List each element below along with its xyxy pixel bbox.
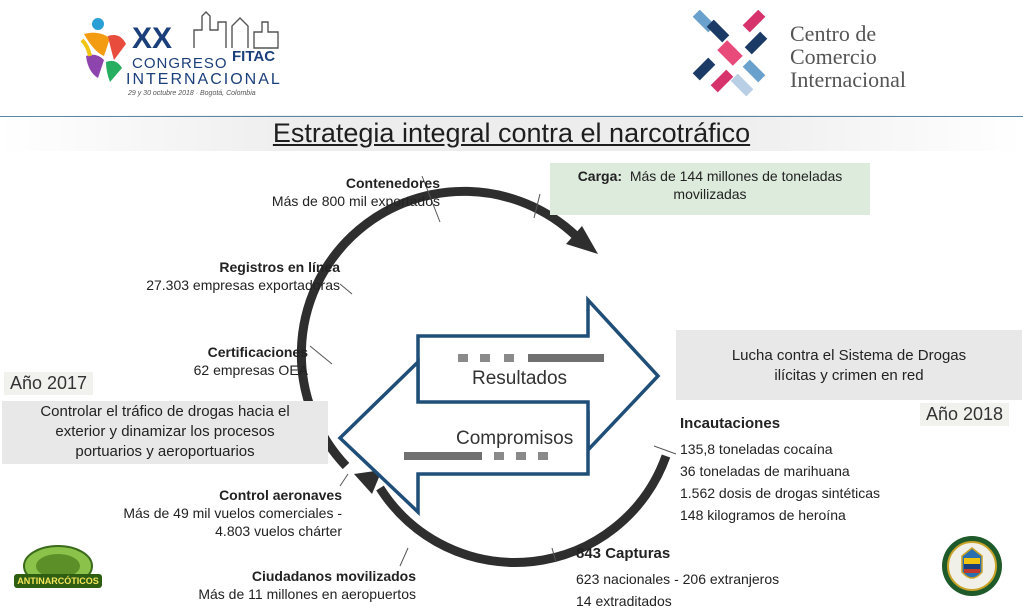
carga-line1: Carga: Más de 144 millones de toneladas — [550, 167, 870, 185]
congress-figure-icon — [80, 18, 126, 82]
cci-line3: Internacional — [790, 67, 907, 92]
incautacion-item: 1.562 dosis de drogas sintéticas — [680, 485, 881, 501]
year-2017-tag: Año 2017 — [4, 372, 94, 395]
cci-line2: Comercio — [790, 44, 877, 69]
year-2018-tag: Año 2018 — [920, 403, 1010, 426]
congress-date: 29 y 30 octubre 2018 · Bogotá, Colombia — [128, 90, 256, 97]
goal-line3: portuarios y aeroportuarios — [75, 443, 255, 460]
police-seal-icon — [942, 536, 1002, 596]
incautacion-item: 148 kilogramos de heroína — [680, 507, 846, 523]
contenedores-label: Contenedores — [345, 175, 440, 191]
certificaciones-label: Certificaciones — [207, 344, 308, 360]
cycle-circle — [296, 186, 671, 567]
capturas-label: 843 Capturas — [576, 545, 671, 562]
incautaciones-label: Incautaciones — [680, 415, 781, 432]
commitments-arrow — [337, 357, 590, 517]
incautacion-item: 135,8 toneladas cocaína — [680, 441, 833, 457]
registros-block: Registros en línea 27.303 empresas expor… — [80, 258, 340, 294]
goal-line2: exterior y dinamizar los procesos — [55, 423, 275, 440]
cci-mark-icon — [692, 10, 768, 97]
ciudadanos-label: Ciudadanos movilizados — [251, 568, 416, 584]
connector-lines — [309, 175, 677, 567]
commitments-dash-bar — [404, 452, 548, 460]
incautaciones-block: Incautaciones 135,8 toneladas cocaína 36… — [680, 414, 930, 526]
antinarcoticos-badge: ANTINARCÓTICOS — [10, 540, 106, 596]
antinarcoticos-emblem-icon — [14, 545, 102, 588]
capturas-line2: 14 extraditados — [576, 593, 672, 609]
title-divider — [0, 116, 1023, 117]
congress-line1: CONGRESO — [132, 55, 228, 72]
certificaciones-value: 62 empresas OEA — [193, 362, 308, 378]
contenedores-block: Contenedores Más de 800 mil exportados — [180, 174, 440, 210]
carga-line1-text: Más de 144 millones de toneladas — [629, 168, 843, 184]
goal-box: Controlar el tráfico de drogas hacia el … — [2, 401, 328, 464]
carga-label: Carga — [577, 168, 618, 184]
ciudadanos-block: Ciudadanos movilizados Más de 11 millone… — [110, 567, 416, 603]
cycle-arrowheads — [354, 226, 598, 494]
capturas-line1: 623 nacionales - 206 extranjeros — [576, 571, 780, 587]
antinarcoticos-text: ANTINARCÓTICOS — [17, 576, 99, 586]
page-title: Estrategia integral contra el narcotráfi… — [272, 118, 751, 148]
fitac-brand: FITAC — [232, 48, 276, 65]
circle-ticks — [311, 217, 669, 549]
contenedores-value: Más de 800 mil exportados — [271, 193, 440, 209]
carga-line2: movilizadas — [673, 186, 747, 202]
capturas-block: 843 Capturas 623 nacionales - 206 extran… — [576, 544, 836, 612]
ciudadanos-value: Más de 11 millones en aeropuertos — [198, 586, 416, 602]
lucha-line1: Lucha contra el Sistema de Drogas — [731, 347, 967, 364]
cci-line1: Centro de — [790, 21, 877, 46]
lucha-line2: ilícitas y crimen en red — [774, 367, 924, 384]
congress-big: XX — [132, 22, 173, 55]
commitments-label: Compromisos — [456, 428, 574, 449]
registros-value: 27.303 empresas exportadoras — [146, 277, 340, 293]
aeronaves-label: Control aeronaves — [219, 487, 342, 503]
certificaciones-block: Certificaciones 62 empresas OEA — [48, 343, 308, 379]
registros-label: Registros en línea — [219, 259, 340, 275]
results-label: Resultados — [472, 368, 568, 389]
aeronaves-block: Control aeronaves Más de 49 mil vuelos c… — [42, 486, 342, 540]
aeronaves-line2: 4.803 vuelos chárter — [215, 523, 342, 539]
police-seal — [940, 532, 1004, 600]
lucha-box: Lucha contra el Sistema de Drogas ilícit… — [676, 330, 1022, 400]
title-band — [0, 115, 1023, 151]
city-skyline-icon — [193, 11, 279, 49]
aeronaves-line1: Más de 49 mil vuelos comerciales - — [123, 505, 342, 521]
cci-logo: Centro de Comercio Internacional — [685, 10, 945, 106]
goal-line1: Controlar el tráfico de drogas hacia el — [40, 403, 290, 420]
carga-colon: : — [617, 168, 623, 184]
results-dash-bar — [458, 354, 604, 362]
congress-logo: XX CONGRESO INTERNACIONAL FITAC 29 y 30 … — [80, 8, 285, 100]
congress-line2: INTERNACIONAL — [126, 71, 282, 88]
incautacion-item: 36 toneladas de marihuana — [680, 463, 850, 479]
carga-box: Carga: Más de 144 millones de toneladas … — [550, 163, 870, 215]
